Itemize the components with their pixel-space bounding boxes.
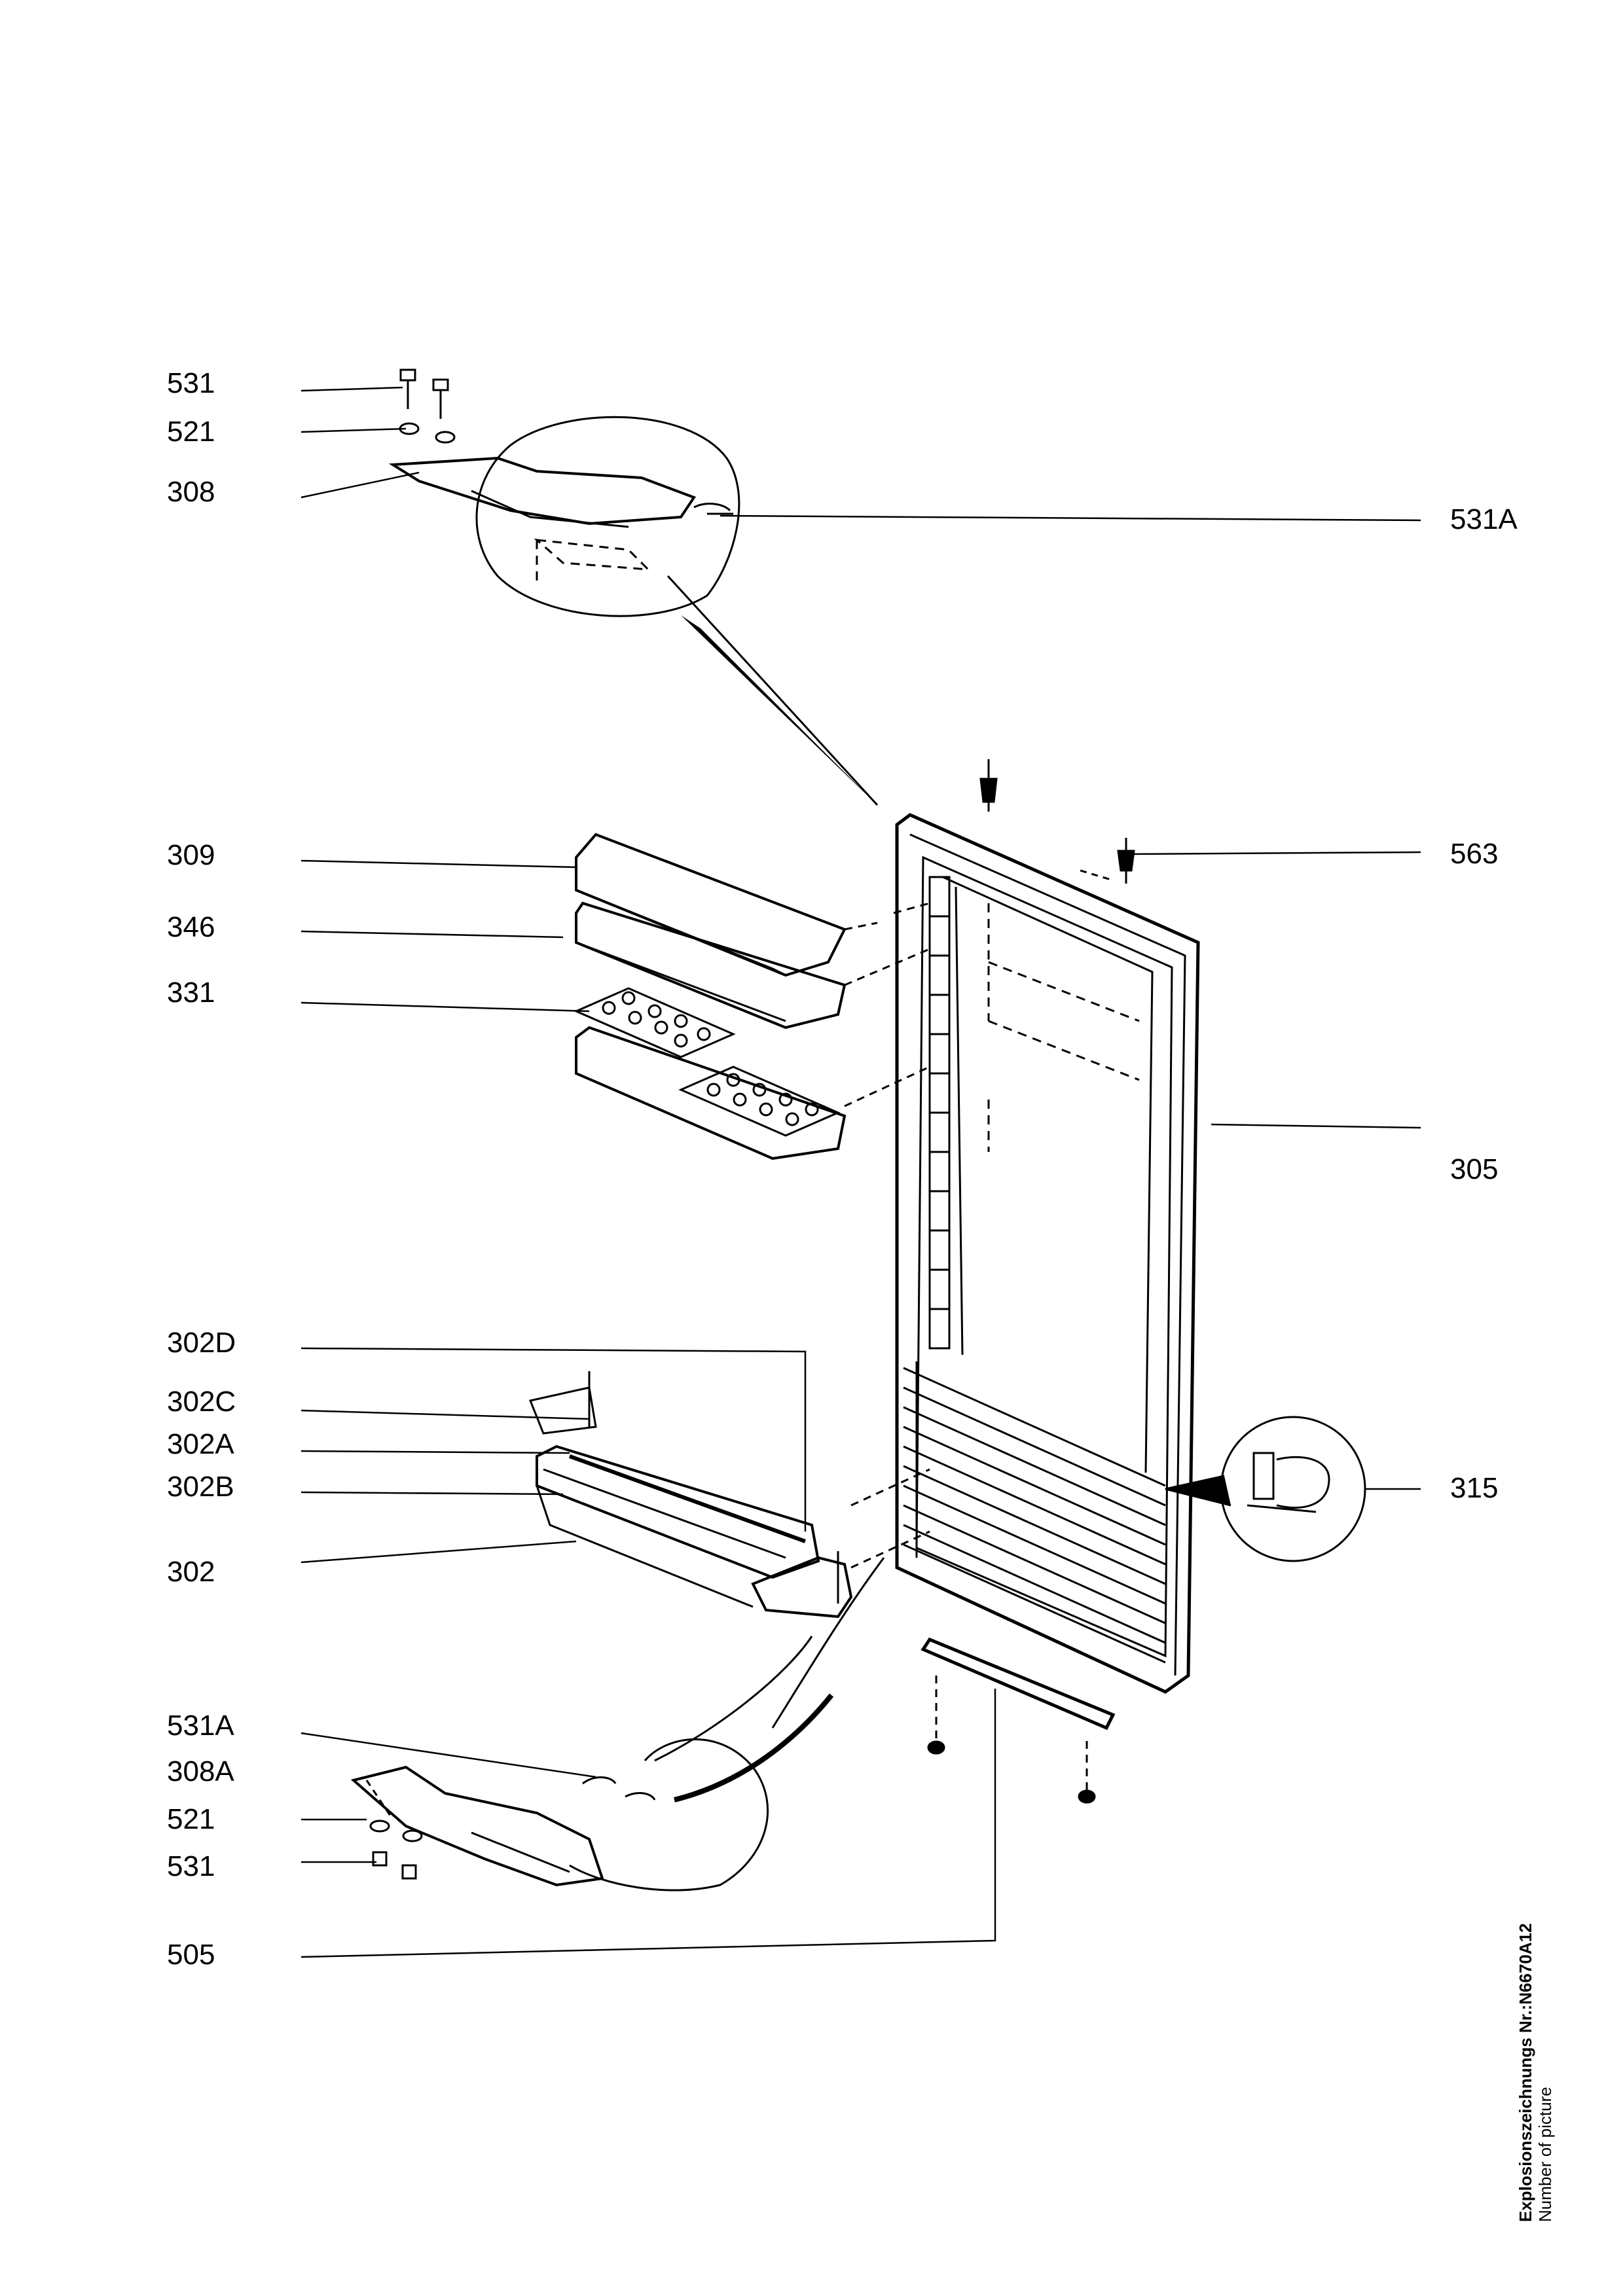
label-302C: 302C (167, 1386, 236, 1418)
screw-531-right (432, 378, 449, 391)
clip-302C (528, 1386, 597, 1435)
label-302: 302 (167, 1556, 215, 1588)
screw-531-bottom-right (401, 1864, 417, 1880)
label-331: 331 (167, 977, 215, 1009)
washer-521-left (399, 422, 420, 435)
washer-521-bottom-left (369, 1820, 390, 1833)
label-563: 563 (1450, 838, 1499, 870)
label-309: 309 (167, 839, 215, 871)
door-panel-ribs (903, 1361, 1166, 1664)
drawing-number-caption: Explosionszeichnungs Nr.:N6670A12 Number… (1516, 1751, 1555, 2222)
label-302D: 302D (167, 1327, 236, 1359)
rail-302A (568, 1454, 807, 1543)
label-531-top: 531 (167, 367, 215, 399)
label-531A-top: 531A (1450, 503, 1518, 535)
label-302A: 302A (167, 1428, 234, 1460)
bottom-hinge-detail (350, 1557, 885, 1892)
washer-521-right (435, 431, 456, 444)
egg-tray-331 (574, 987, 930, 1160)
hinge-308A (350, 1765, 604, 1887)
drawing-number-subtitle: Number of picture (1535, 2087, 1555, 2222)
kick-plate-505 (921, 1637, 1116, 1804)
door-frame-305 (895, 813, 1200, 1694)
label-308A: 308A (167, 1755, 234, 1787)
drawing-number: Explosionszeichnungs Nr.:N6670A12 (1516, 1923, 1535, 2222)
screw-531-left (399, 368, 416, 382)
label-302B: 302B (167, 1471, 234, 1503)
rail-302B (543, 1468, 786, 1559)
label-346: 346 (167, 911, 215, 943)
screw-531-bottom-left (372, 1851, 388, 1867)
top-hinge-detail (388, 368, 879, 806)
hinge-308 (388, 456, 697, 526)
label-531A-bottom: 531A (167, 1710, 234, 1742)
label-315: 315 (1450, 1472, 1499, 1504)
label-308: 308 (167, 476, 215, 508)
bottle-shelf-302 (528, 1371, 930, 1619)
label-531-bottom: 531 (167, 1850, 215, 1882)
gasket-detail-315 (1165, 1416, 1366, 1562)
door-shelf-346 (575, 901, 930, 1030)
washer-521-bottom-right (402, 1829, 423, 1842)
label-521-top: 521 (167, 416, 215, 448)
door-rack-slots (928, 876, 951, 1350)
label-521-bottom: 521 (167, 1803, 215, 1835)
door-stop-563 (979, 759, 1135, 884)
label-505: 505 (167, 1939, 215, 1971)
leader-lines (301, 386, 1421, 1958)
label-305: 305 (1450, 1153, 1499, 1185)
door-shelf-309 (575, 833, 930, 977)
